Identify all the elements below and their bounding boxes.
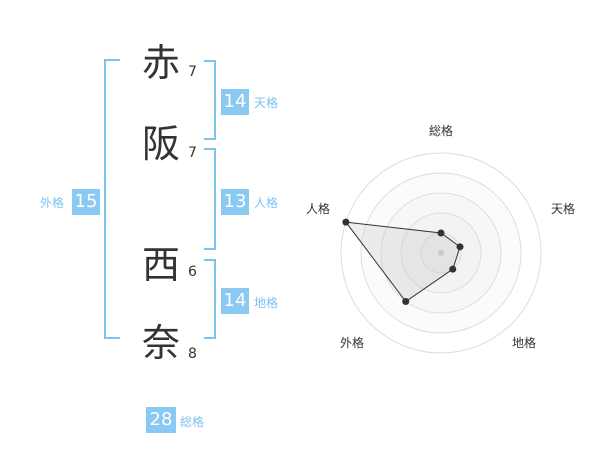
radar-point-2 <box>449 265 457 273</box>
name-char-3: 西 <box>141 243 180 287</box>
radar-label-gaikaku: 外格 <box>339 336 364 350</box>
stroke-count-2: 7 <box>188 145 197 161</box>
radar-points <box>342 218 464 306</box>
radar-point-3 <box>402 298 410 306</box>
gaikaku-value: 15 <box>72 189 100 215</box>
radar-label-tenkaku: 天格 <box>550 202 575 216</box>
radar-point-1 <box>456 243 464 251</box>
radar-label-chikaku: 地格 <box>511 336 536 350</box>
stroke-count-4: 8 <box>188 346 197 362</box>
soukaku-label: 総格 <box>180 415 205 429</box>
soukaku-value: 28 <box>146 407 176 433</box>
radar-label-jinkaku: 人格 <box>305 202 330 216</box>
name-char-2: 阪 <box>141 122 180 166</box>
jinkaku-label: 人格 <box>254 196 279 210</box>
radar-point-0 <box>437 229 445 237</box>
tenkaku-label: 天格 <box>254 96 279 110</box>
chikaku-value: 14 <box>221 288 249 314</box>
radar-polygon <box>344 221 461 303</box>
stroke-count-1: 7 <box>188 64 197 80</box>
name-char-1: 赤 <box>141 41 180 85</box>
chikaku-label: 地格 <box>254 296 279 310</box>
gaikaku-label: 外格 <box>40 196 65 210</box>
radar-point-4 <box>342 218 350 226</box>
radar-area <box>344 221 461 303</box>
stroke-count-3: 6 <box>188 264 197 280</box>
tenkaku-value: 14 <box>221 89 249 115</box>
radar-label-soukaku: 総格 <box>428 124 453 138</box>
radar-rings <box>340 152 542 354</box>
radar-center <box>438 250 444 256</box>
name-char-4: 奈 <box>141 321 180 365</box>
jinkaku-value: 13 <box>221 189 249 215</box>
